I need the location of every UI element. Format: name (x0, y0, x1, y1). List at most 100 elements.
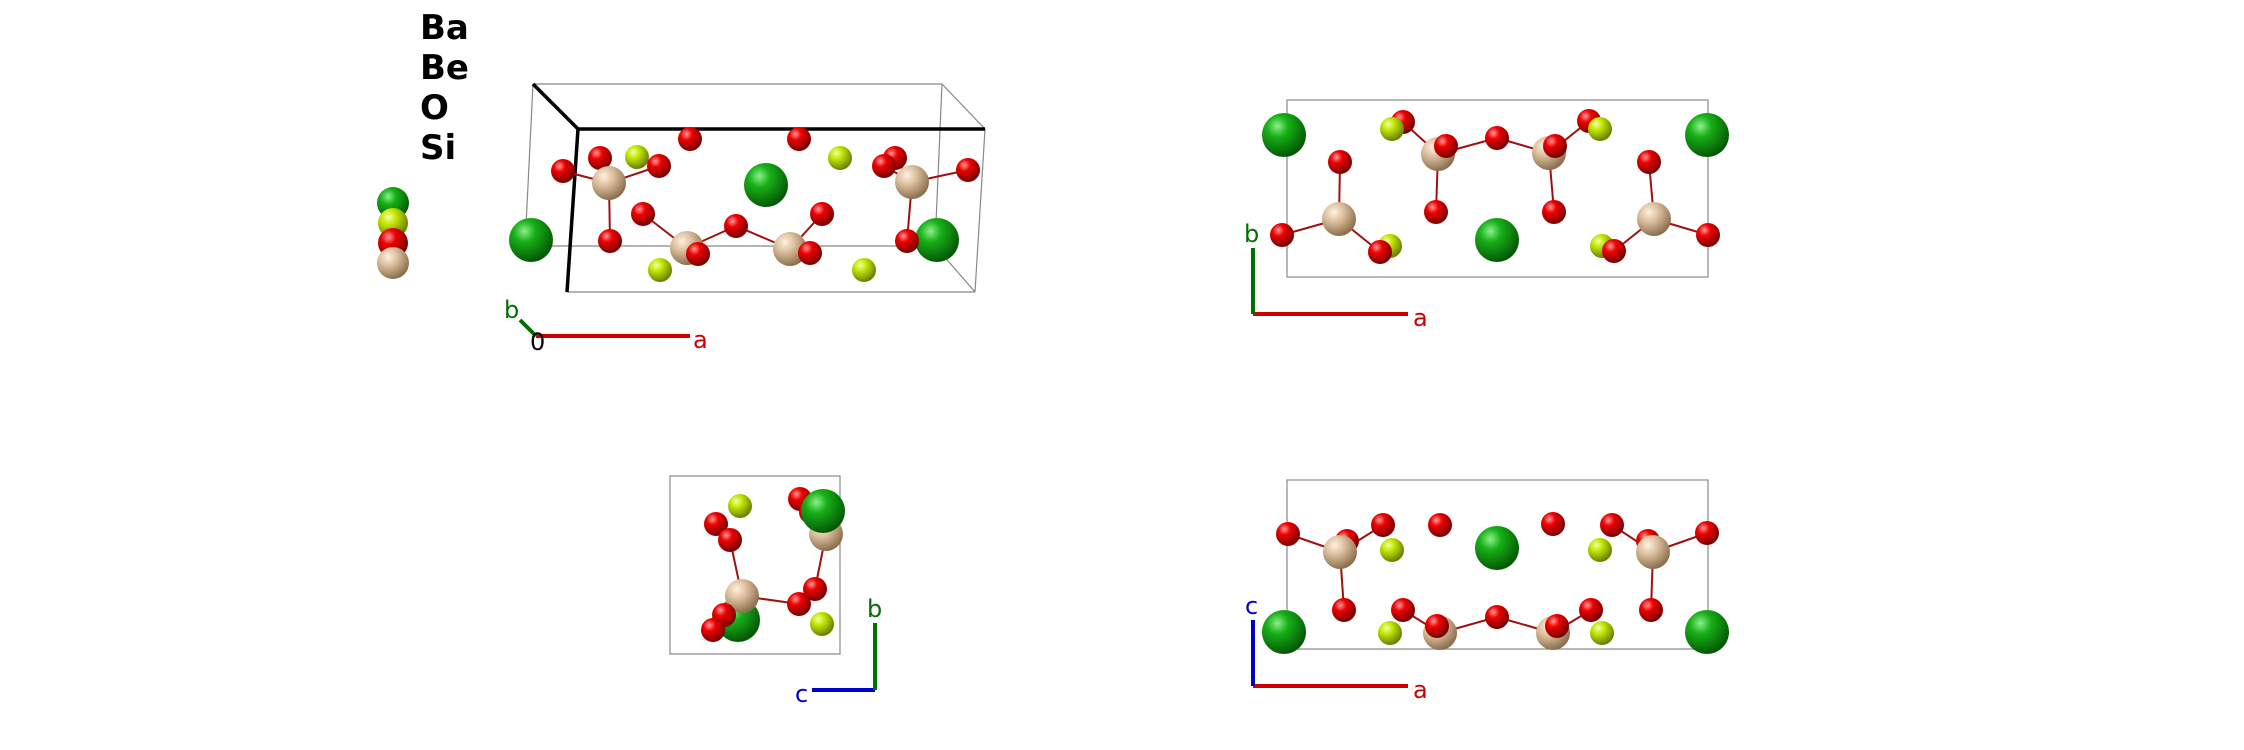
atom-o (598, 229, 622, 253)
atom-ba (1475, 526, 1519, 570)
atom-o (1485, 126, 1509, 150)
atom-ba (801, 489, 845, 533)
cb-projection-view: c b (669, 475, 882, 708)
atom-ba (1262, 610, 1306, 654)
atom-be (1588, 538, 1612, 562)
axis-indicator: c b (795, 595, 882, 708)
atom-be (1588, 117, 1612, 141)
atom-ba (1685, 610, 1729, 654)
axis-label-b: b (867, 595, 882, 623)
atom-ba (1685, 113, 1729, 157)
atom-o (704, 512, 728, 536)
atom-o (895, 229, 919, 253)
atom-o (1391, 598, 1415, 622)
atom-si (773, 232, 807, 266)
axis-label-a: a (693, 326, 708, 354)
atom-o (1328, 150, 1352, 174)
unit-cell-box (1286, 479, 1709, 650)
atom-o (686, 242, 710, 266)
atom-o (1368, 240, 1392, 264)
unit-cell-box (669, 475, 841, 655)
atom-o (1639, 598, 1663, 622)
atom-o (1270, 223, 1294, 247)
atom-o (872, 154, 896, 178)
atom-o (1332, 598, 1356, 622)
atom-o (956, 158, 980, 182)
atom-o (1428, 513, 1452, 537)
atom-si (1322, 202, 1356, 236)
axis-label-b: b (1244, 220, 1259, 248)
atom-be (852, 258, 876, 282)
axis-label-a: a (1413, 304, 1428, 332)
axis-label-origin: 0 (530, 328, 545, 356)
atom-be (1378, 621, 1402, 645)
legend-label-ba: Ba (420, 8, 469, 48)
legend-label-o: O (420, 88, 449, 128)
atom-si (725, 579, 759, 613)
atom-o (1541, 512, 1565, 536)
atom-si (592, 166, 626, 200)
atom-o (1696, 223, 1720, 247)
atom-o (787, 127, 811, 151)
axis-indicator: a c (1245, 592, 1428, 704)
atom-ba (915, 218, 959, 262)
atom-o (1579, 598, 1603, 622)
atom-ba (509, 218, 553, 262)
atom-o (1545, 614, 1569, 638)
atom-be (728, 494, 752, 518)
atom-o (1276, 522, 1300, 546)
atom-o (803, 577, 827, 601)
atom-o (1424, 200, 1448, 224)
atoms (1262, 512, 1729, 654)
atom-o (1543, 134, 1567, 158)
axis-label-c: c (1245, 592, 1258, 620)
atom-si (1636, 535, 1670, 569)
atom-o (1695, 521, 1719, 545)
atom-o (1637, 150, 1661, 174)
atom-ba (1262, 113, 1306, 157)
perspective-view: a b 0 (504, 82, 986, 356)
atom-si (1637, 202, 1671, 236)
atom-be (648, 258, 672, 282)
atom-o (678, 127, 702, 151)
atom-si (895, 165, 929, 199)
atom-o (1602, 239, 1626, 263)
atom-be (1380, 117, 1404, 141)
atom-o (1434, 134, 1458, 158)
atom-ba (744, 163, 788, 207)
unit-cell-box (1286, 99, 1709, 278)
atom-be (1380, 538, 1404, 562)
atom-be (1590, 621, 1614, 645)
atoms (1262, 109, 1729, 264)
atom-o (701, 618, 725, 642)
ab-projection-view: a b (1244, 99, 1729, 332)
atom-si (1323, 535, 1357, 569)
axis-label-b: b (504, 296, 519, 324)
atom-o (1600, 513, 1624, 537)
atom-ba (1475, 218, 1519, 262)
atom-o (798, 241, 822, 265)
unit-cell-box (524, 82, 986, 293)
atom-o (551, 159, 575, 183)
atoms (701, 487, 845, 642)
atom-be (625, 145, 649, 169)
atom-o (588, 146, 612, 170)
ac-projection-view: a c (1245, 479, 1729, 704)
atom-o (647, 154, 671, 178)
legend-swatches (377, 187, 409, 279)
atom-be (810, 612, 834, 636)
atom-o (1371, 513, 1395, 537)
atoms (509, 127, 980, 282)
legend-swatch-si (377, 247, 409, 279)
atom-be (828, 146, 852, 170)
atom-o (1425, 614, 1449, 638)
atom-o (810, 202, 834, 226)
axis-label-c: c (795, 680, 808, 708)
axis-label-a: a (1413, 676, 1428, 704)
atom-o (787, 592, 811, 616)
atom-o (718, 528, 742, 552)
atom-o (631, 202, 655, 226)
atom-o (724, 214, 748, 238)
axis-indicator: a b (1244, 220, 1428, 332)
